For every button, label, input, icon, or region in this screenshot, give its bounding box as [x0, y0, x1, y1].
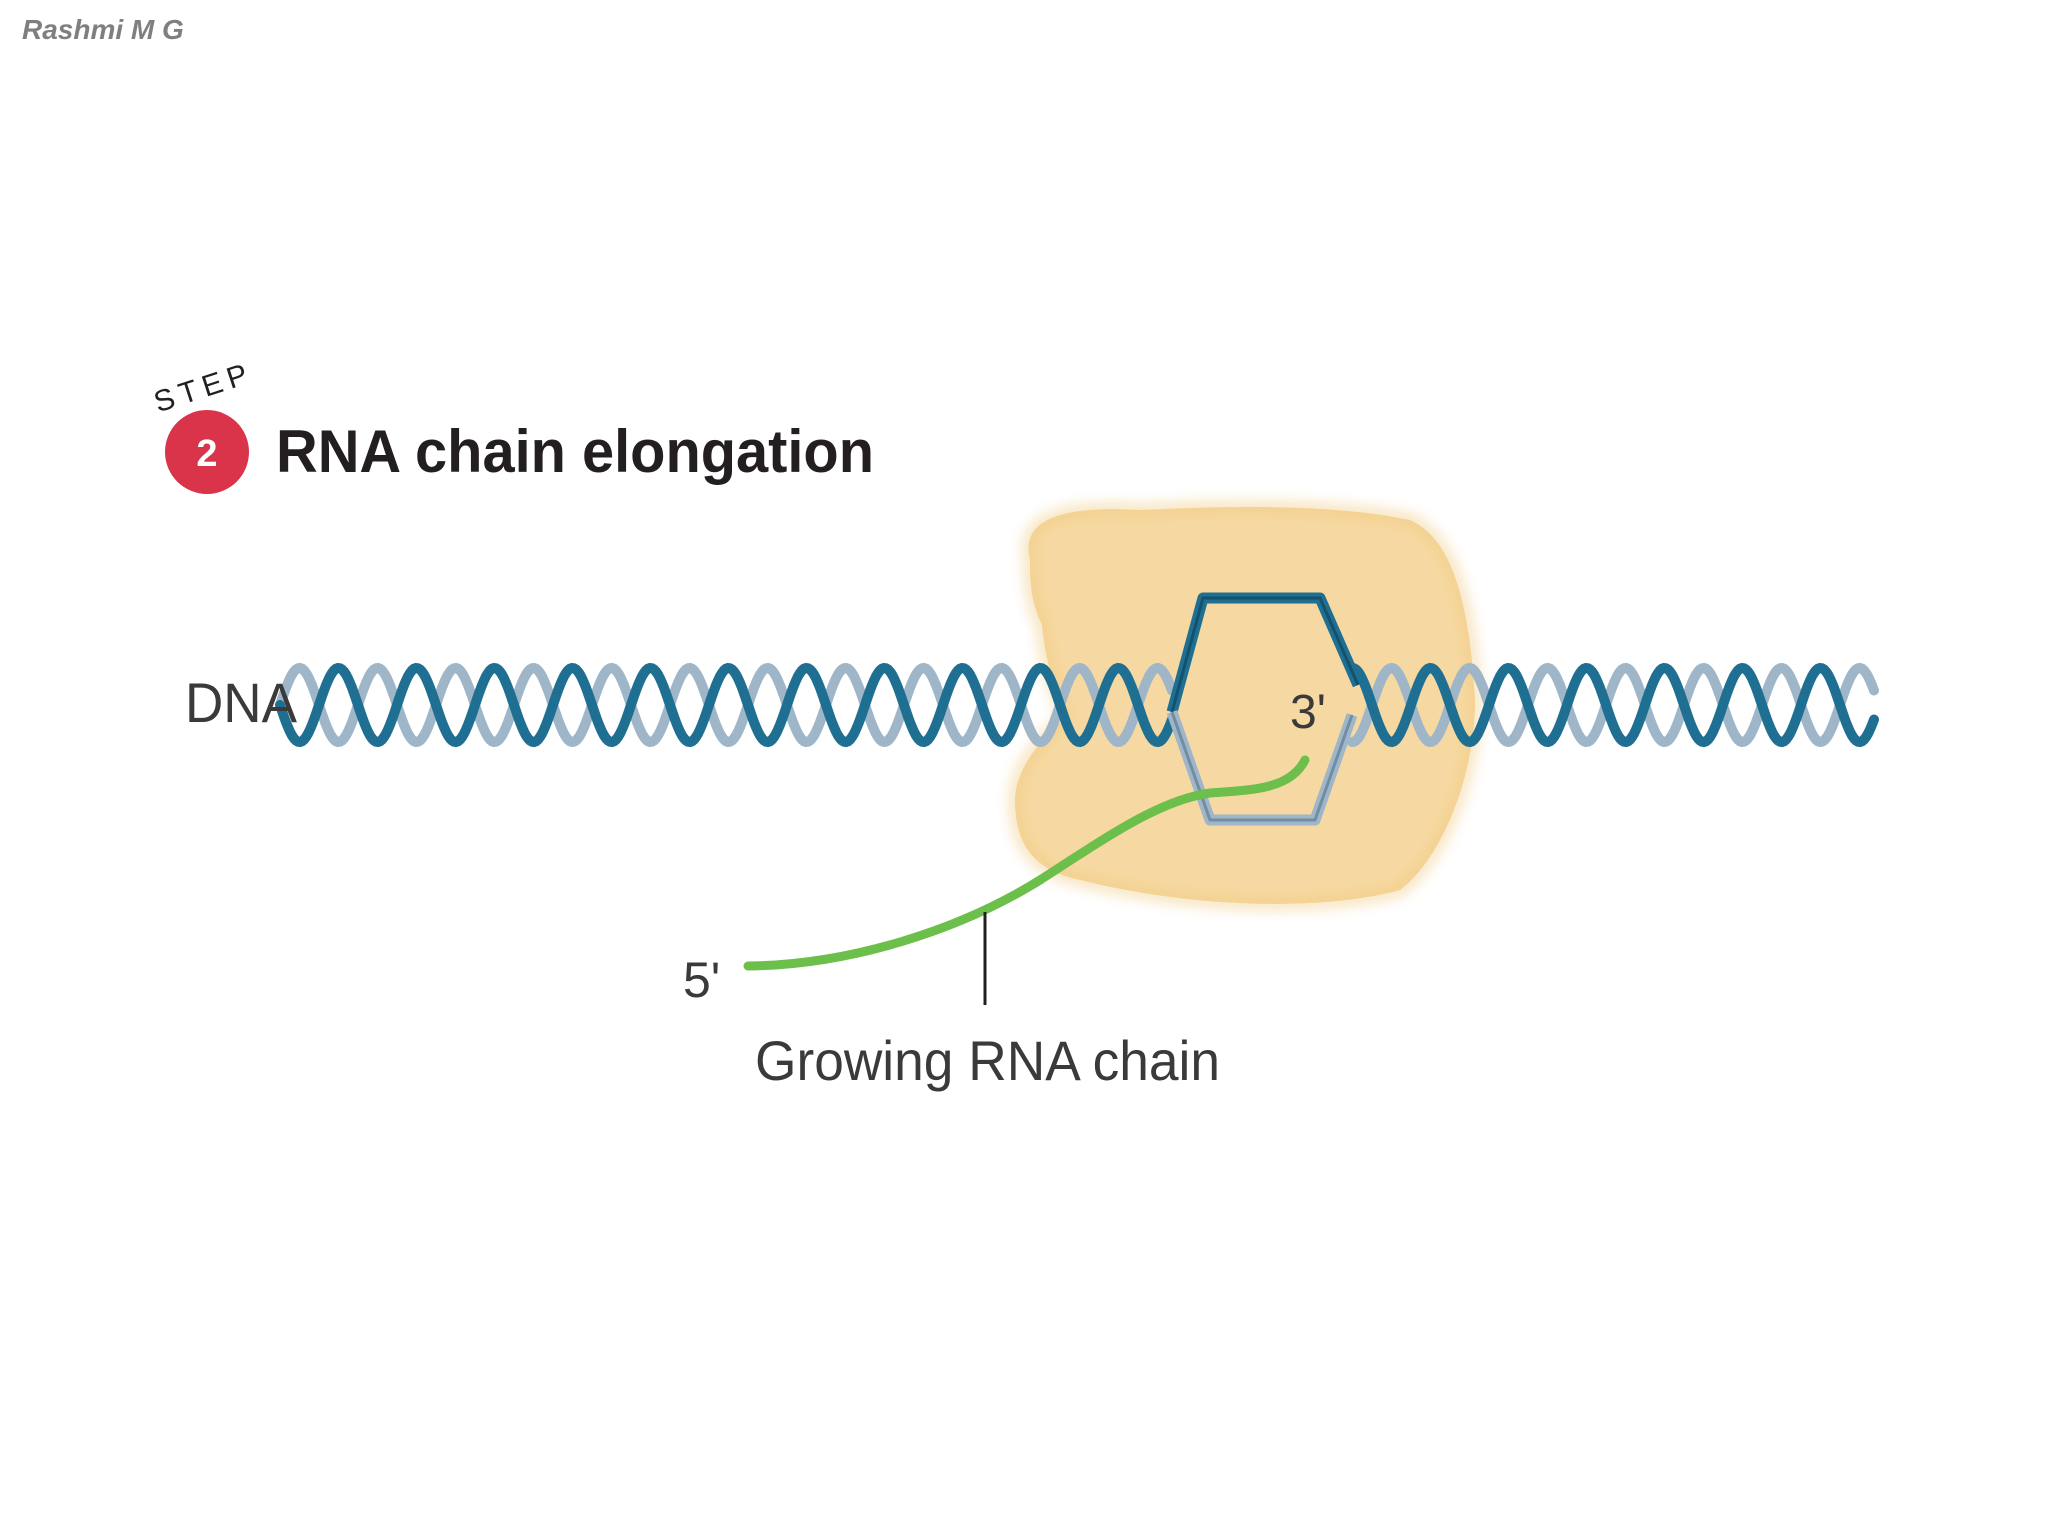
growing-rna-strand	[743, 755, 1310, 971]
transcription-bubble	[1166, 592, 1364, 826]
author-credit: Rashmi M G	[22, 14, 184, 45]
step-number-circle	[165, 410, 249, 494]
five-prime-label: 5'	[683, 952, 720, 1008]
step-number: 2	[196, 433, 217, 475]
dna-label: DNA	[185, 671, 298, 734]
dna-strand-light-left	[275, 662, 1177, 748]
dna-strand-dark-left	[275, 662, 1177, 748]
three-prime-label: 3'	[1290, 686, 1326, 739]
step-badge: STEP 2	[150, 356, 258, 494]
rna-polymerase	[1015, 507, 1475, 904]
step-word: STEP	[150, 356, 258, 419]
dna-strand-dark-right	[1347, 662, 1879, 748]
dna-double-helix	[275, 662, 1879, 748]
diagram-title: RNA chain elongation	[276, 418, 874, 485]
growing-rna-label: Growing RNA chain	[755, 1029, 1220, 1092]
dna-strand-light-right	[1347, 662, 1879, 748]
